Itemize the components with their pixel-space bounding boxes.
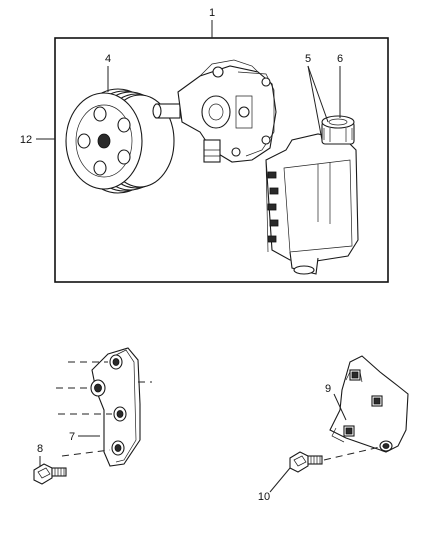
leader-5a [307, 65, 329, 123]
leader-9 [333, 393, 347, 421]
bracket-right [329, 355, 409, 453]
callout-5: 5 [305, 53, 311, 65]
callout-1: 1 [209, 7, 215, 19]
bolt-10 [289, 445, 385, 473]
callout-10: 10 [258, 491, 270, 503]
leader-5b [307, 65, 323, 141]
pump-body [152, 59, 277, 163]
pulley [65, 88, 175, 194]
bolt-8 [33, 463, 67, 485]
callout-12: 12 [20, 134, 32, 146]
bracket-left [56, 347, 152, 467]
assembly-frame [54, 37, 389, 283]
reservoir-cap [321, 115, 355, 145]
leader-10 [269, 467, 291, 493]
callout-6: 6 [337, 53, 343, 65]
callout-7: 7 [69, 431, 75, 443]
callout-4: 4 [105, 53, 111, 65]
callout-9: 9 [325, 383, 331, 395]
callout-8: 8 [37, 443, 43, 455]
reservoir [265, 133, 359, 275]
